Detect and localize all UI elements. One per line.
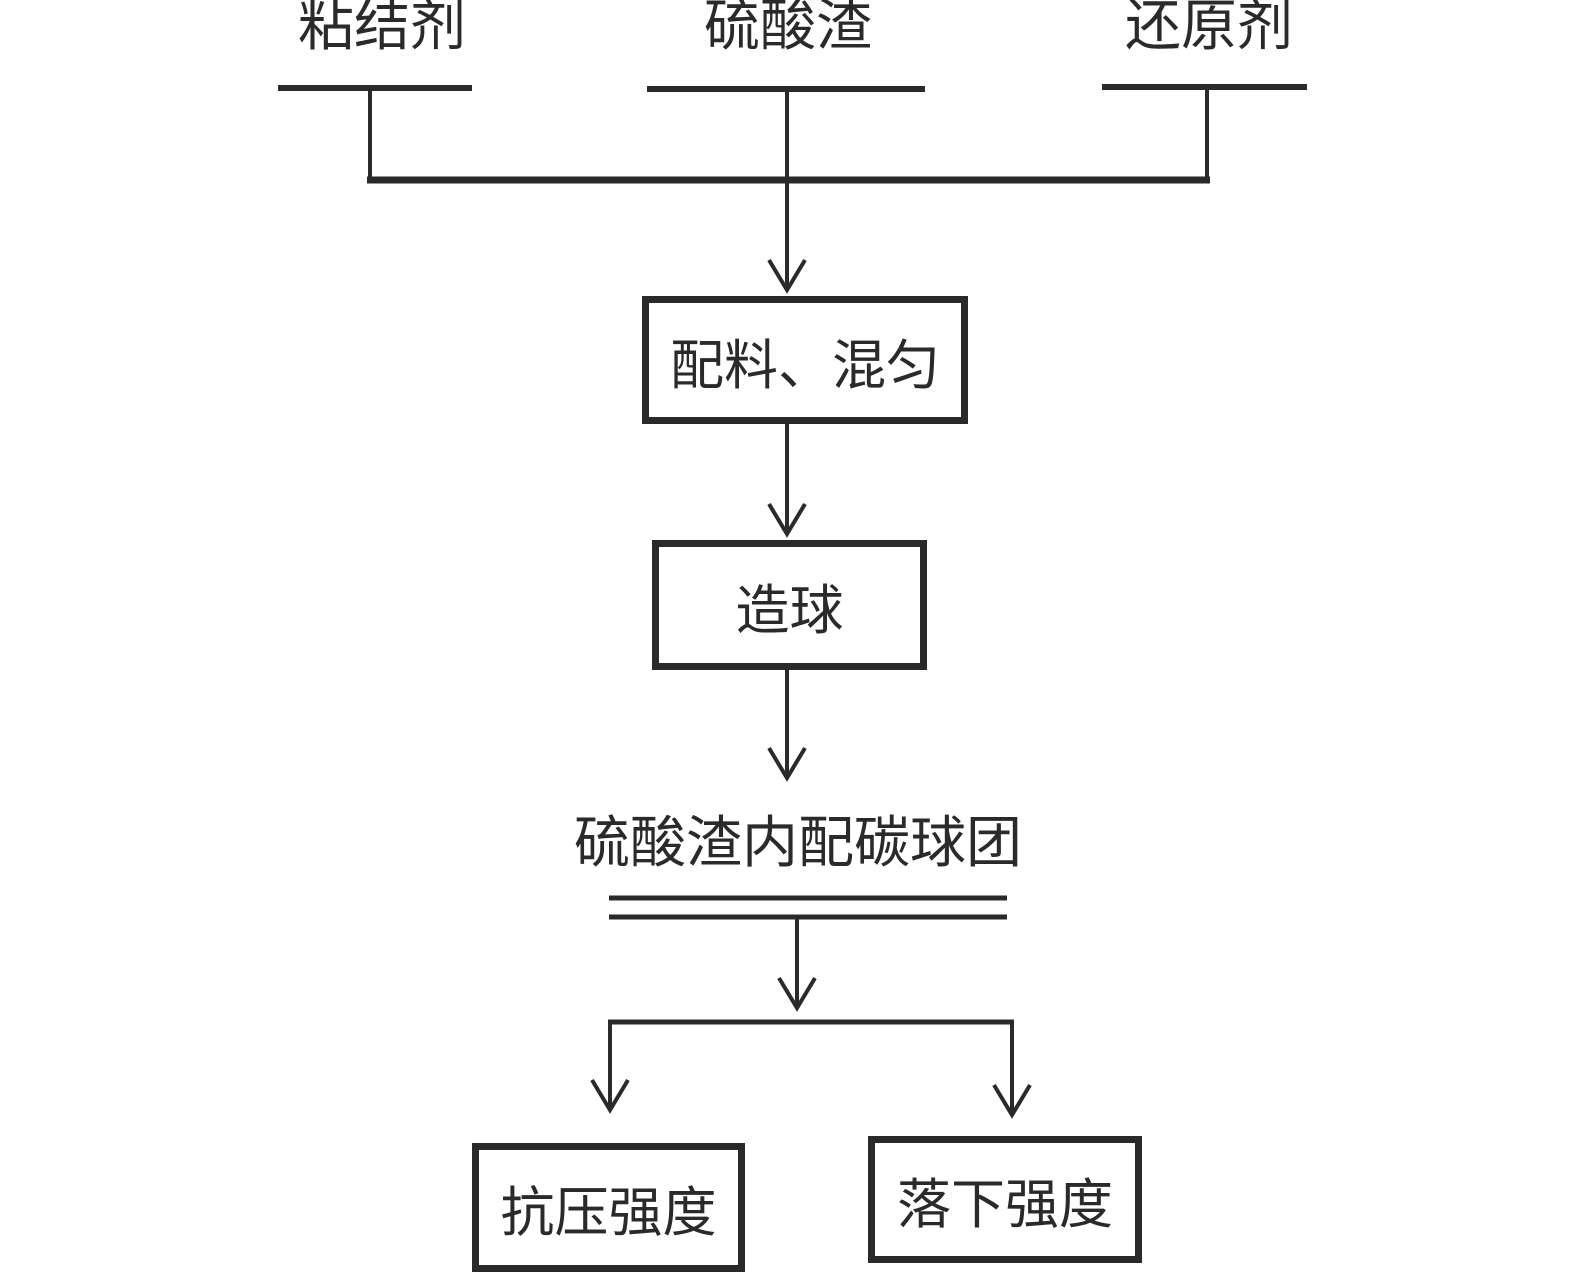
result-box-compressive-strength: 抗压强度 [472, 1143, 745, 1272]
arrow-head-down-icon [767, 258, 807, 294]
input-label-reducing-agent: 还原剂 [1125, 0, 1293, 59]
result-box-drop-strength-label: 落下强度 [897, 1173, 1113, 1236]
result-box-drop-strength: 落下强度 [868, 1136, 1142, 1263]
process-box-pelletizing-label: 造球 [735, 578, 844, 642]
process-box-batching-mixing: 配料、混匀 [642, 296, 968, 424]
process-box-pelletizing: 造球 [652, 540, 927, 670]
process-box-batching-mixing-label: 配料、混匀 [670, 333, 940, 397]
input-label-binder: 粘结剂 [298, 0, 466, 59]
arrow-head-down-icon [992, 1083, 1032, 1119]
result-box-compressive-strength-label: 抗压强度 [500, 1181, 717, 1244]
arrow-head-down-icon [777, 976, 817, 1012]
input-label-sulfate-residue: 硫酸渣 [704, 0, 872, 59]
arrow-head-down-icon [590, 1078, 630, 1114]
product-label: 硫酸渣内配碳球团 [574, 811, 1022, 876]
arrow-head-down-icon [767, 502, 807, 538]
arrow-head-down-icon [767, 746, 807, 782]
